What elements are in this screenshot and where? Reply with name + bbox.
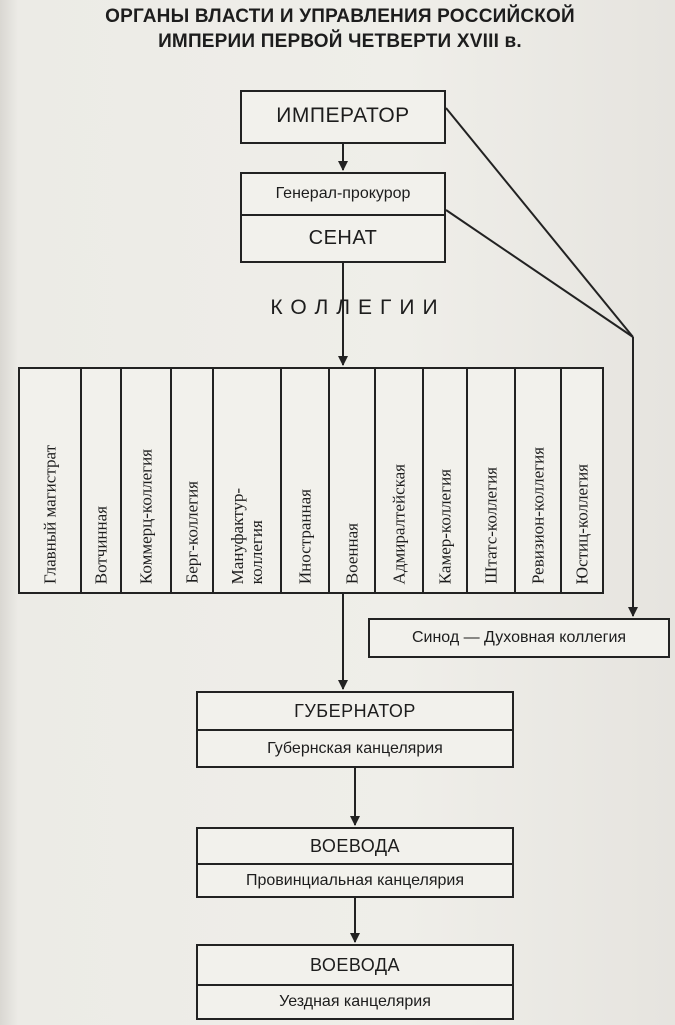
voevoda-uezd-label: ВОЕВОДА: [309, 955, 401, 975]
voevoda-uezd-box: ВОЕВОДА Уездная канцелярия: [196, 944, 514, 1020]
procurator-label: Генерал-прокурор: [275, 185, 411, 202]
prov-chancery-label: Провинциальная канцелярия: [198, 863, 512, 896]
collegium-label: Ревизион-коллегия: [528, 446, 548, 584]
collegium-label: Иностранная: [295, 488, 315, 584]
collegium-kommerts: Коммерц-коллегия: [122, 369, 172, 592]
collegium-label: Берг-коллегия: [182, 481, 202, 584]
synod-box: Синод — Духовная коллегия: [368, 618, 670, 658]
collegium-label: Коммерц-коллегия: [136, 448, 156, 584]
collegium-voennaya: Военная: [330, 369, 376, 592]
voevoda-prov-label: ВОЕВОДА: [309, 836, 401, 856]
governor-box: ГУБЕРНАТОР Губернская канцелярия: [196, 691, 514, 768]
collegium-manufaktur: Мануфактур- коллегия: [214, 369, 282, 592]
senate-label: СЕНАТ: [242, 214, 444, 261]
synod-label: Синод — Духовная коллегия: [411, 629, 627, 646]
edge-senate-synod: [445, 209, 634, 338]
collegium-revizion: Ревизион-коллегия: [516, 369, 562, 592]
diagram-title: ОРГАНЫ ВЛАСТИ И УПРАВЛЕНИЯ РОССИЙСКОЙ ИМ…: [40, 4, 640, 54]
collegia-heading: КОЛЛЕГИИ: [270, 296, 446, 319]
collegium-label: Штатс-коллегия: [481, 467, 501, 584]
collegium-shtats: Штатс-коллегия: [468, 369, 516, 592]
title-line-1: ОРГАНЫ ВЛАСТИ И УПРАВЛЕНИЯ РОССИЙСКОЙ: [105, 6, 575, 27]
title-line-2: ИМПЕРИИ ПЕРВОЙ ЧЕТВЕРТИ XVIII в.: [158, 31, 522, 52]
collegium-admiralteyskaya: Адмиралтейская: [376, 369, 424, 592]
collegium-label: Главный магистрат: [40, 445, 60, 584]
emperor-box: ИМПЕРАТОР: [240, 90, 446, 144]
collegium-label: Юстиц-коллегия: [572, 463, 592, 584]
collegium-main-magistrat: Главный магистрат: [20, 369, 82, 592]
gub-chancery-label: Губернская канцелярия: [198, 729, 512, 766]
collegium-yustits: Юстиц-коллегия: [562, 369, 602, 592]
governor-label: ГУБЕРНАТОР: [294, 701, 416, 721]
collegia-block: Главный магистрат Вотчинная Коммерц-колл…: [18, 367, 604, 594]
collegium-inostrannaya: Иностранная: [282, 369, 330, 592]
collegium-label: Вотчинная: [91, 505, 111, 584]
uezd-chancery-label: Уездная канцелярия: [198, 984, 512, 1018]
voevoda-prov-box: ВОЕВОДА Провинциальная канцелярия: [196, 827, 514, 898]
collegium-votchinnaya: Вотчинная: [82, 369, 122, 592]
emperor-label: ИМПЕРАТОР: [276, 104, 410, 127]
senate-box: Генерал-прокурор СЕНАТ: [240, 172, 446, 263]
collegium-berg: Берг-коллегия: [172, 369, 214, 592]
collegium-label: Военная: [342, 522, 362, 584]
collegium-label: Камер-коллегия: [435, 468, 455, 584]
edge-emperor-synod: [445, 107, 634, 338]
collegium-label: Мануфактур- коллегия: [228, 487, 266, 584]
collegium-label: Адмиралтейская: [389, 463, 409, 584]
collegium-kamer: Камер-коллегия: [424, 369, 468, 592]
